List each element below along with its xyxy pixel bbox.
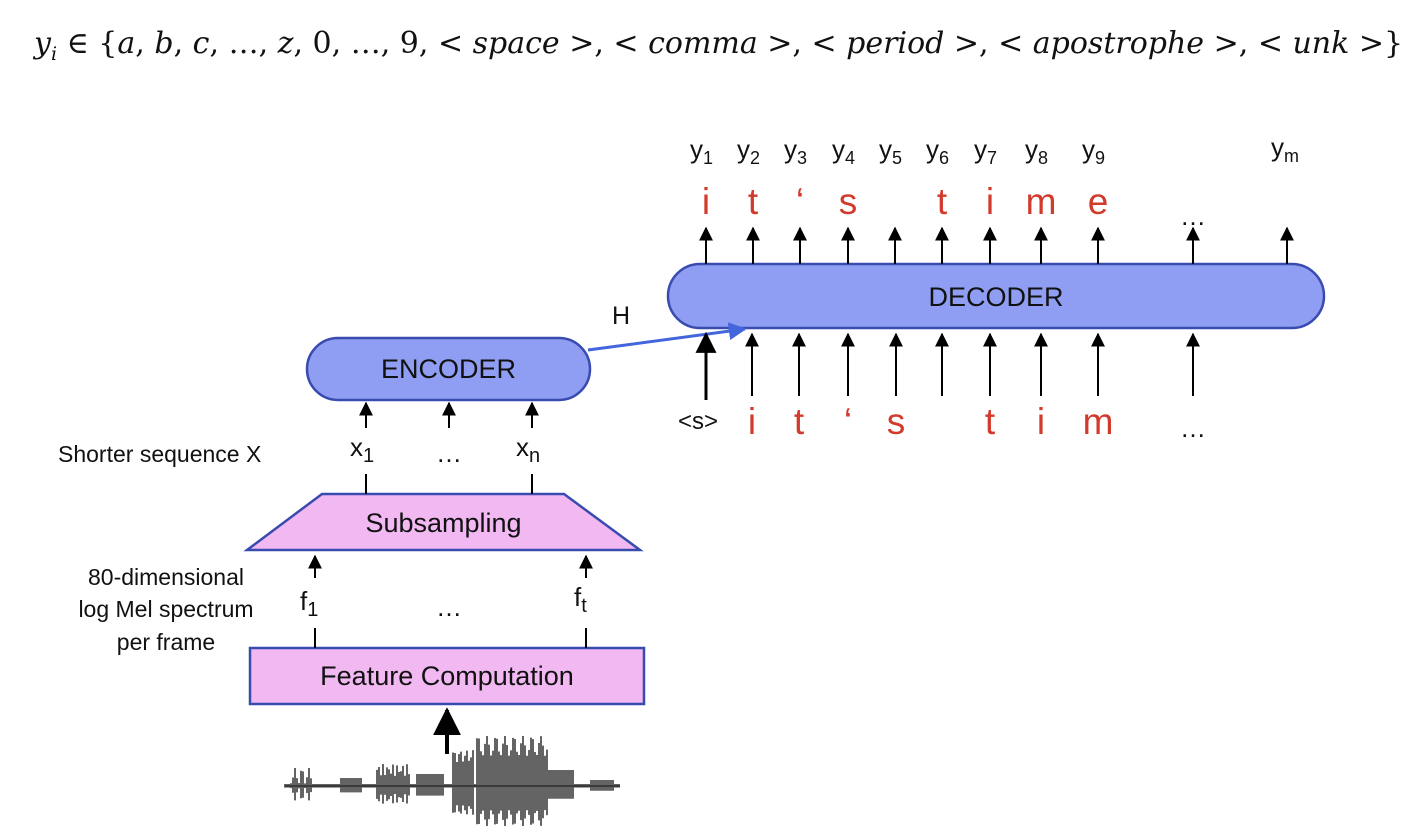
output-character: e	[1087, 181, 1109, 222]
encoder-to-decoder-connection	[587, 322, 747, 352]
formula-item: b	[154, 26, 174, 61]
start-token: <s>	[678, 408, 719, 435]
formula-item: < unk >	[1257, 26, 1384, 61]
h-label: H	[612, 302, 631, 330]
output-character: …	[1180, 201, 1206, 231]
output-index-label: y9	[1082, 134, 1106, 169]
input-character: ‘	[843, 401, 853, 442]
formula-item: 0	[312, 26, 332, 61]
formula-item: 9	[399, 26, 419, 61]
formula-separator: ,	[209, 26, 229, 61]
formula-separator: ,	[792, 26, 812, 61]
formula-item: < space >	[437, 26, 595, 61]
formula-separator: ,	[258, 26, 278, 61]
formula-separator: ,	[293, 26, 313, 61]
formula-items: a, b, c, …, z, 0, …, 9, < space >, < com…	[117, 26, 1384, 61]
spectrum-label-line1: 80-dimensional	[88, 564, 244, 590]
f-ellipsis: …	[436, 592, 462, 622]
audio-waveform	[284, 736, 620, 826]
formula-set-close: }	[1383, 26, 1404, 61]
decoder-input-arrows	[695, 331, 1200, 400]
formula-item: < period >	[811, 26, 980, 61]
output-character: i	[701, 181, 711, 222]
formula-separator: ,	[135, 26, 155, 61]
formula-item: a	[117, 26, 136, 61]
spectrum-label-line3: per frame	[116, 629, 216, 655]
feature-computation-block	[248, 646, 646, 706]
input-character: m	[1082, 401, 1114, 442]
output-index-label: y4	[832, 134, 856, 169]
decoder-output-arrows	[699, 226, 1294, 264]
formula-item: < comma >	[613, 26, 793, 61]
output-character: i	[985, 181, 995, 222]
output-index-label: y2	[737, 134, 761, 169]
output-character: m	[1025, 181, 1057, 222]
waveform-path	[284, 736, 620, 826]
output-index-label: y3	[784, 134, 808, 169]
formula-item: c	[192, 26, 210, 61]
output-index-label: y7	[974, 134, 998, 169]
formula-separator: ,	[380, 26, 400, 61]
encoder-block	[305, 336, 592, 402]
input-character: t	[984, 401, 996, 442]
formula-separator: ,	[594, 26, 614, 61]
output-index-label: y6	[926, 134, 950, 169]
x-ellipsis: …	[436, 438, 462, 468]
encoder-label: ENCODER	[380, 354, 516, 384]
formula-item: …	[350, 26, 381, 61]
formula-separator: ,	[173, 26, 193, 61]
output-index-label: y1	[690, 134, 714, 169]
output-character: t	[936, 181, 948, 222]
spectrum-label-line2: log Mel spectrum	[78, 596, 254, 622]
formula-item: < apostrophe >	[998, 26, 1239, 61]
formula-separator: ,	[418, 26, 438, 61]
subsampling-label: Subsampling	[365, 508, 522, 538]
formula-lhs-sub: i	[50, 43, 58, 65]
decoder-label: DECODER	[928, 282, 1064, 312]
formula-separator: ,	[1238, 26, 1258, 61]
input-character: s	[886, 401, 906, 442]
output-character: s	[838, 181, 858, 222]
ft-label: ft	[574, 582, 587, 618]
output-character: ‘	[795, 181, 805, 222]
input-character: i	[747, 401, 757, 442]
formula-item: z	[277, 26, 294, 61]
output-index-label: ym	[1271, 132, 1299, 167]
input-character: …	[1180, 413, 1206, 443]
feature-computation-label: Feature Computation	[320, 661, 574, 691]
subsampling-block	[243, 492, 644, 552]
output-index-label: y8	[1025, 134, 1049, 169]
input-character: i	[1036, 401, 1046, 442]
output-character: t	[747, 181, 759, 222]
f1-label: f1	[300, 586, 319, 622]
x1-label: x1	[350, 432, 375, 468]
formula-item: …	[228, 26, 259, 61]
output-index-label: y5	[879, 134, 903, 169]
input-character: t	[793, 401, 805, 442]
formula-separator: ,	[979, 26, 999, 61]
xn-label: xn	[516, 432, 541, 468]
shorter-sequence-label: Shorter sequence X	[58, 441, 262, 467]
formula-separator: ,	[331, 26, 351, 61]
decoder-block	[666, 262, 1326, 330]
formula-lhs: y	[34, 26, 51, 61]
formula-set-open: ∈ {	[57, 26, 118, 61]
vocabulary-formula: yi ∈ {a, b, c, …, z, 0, …, 9, < space >,…	[34, 18, 1414, 70]
